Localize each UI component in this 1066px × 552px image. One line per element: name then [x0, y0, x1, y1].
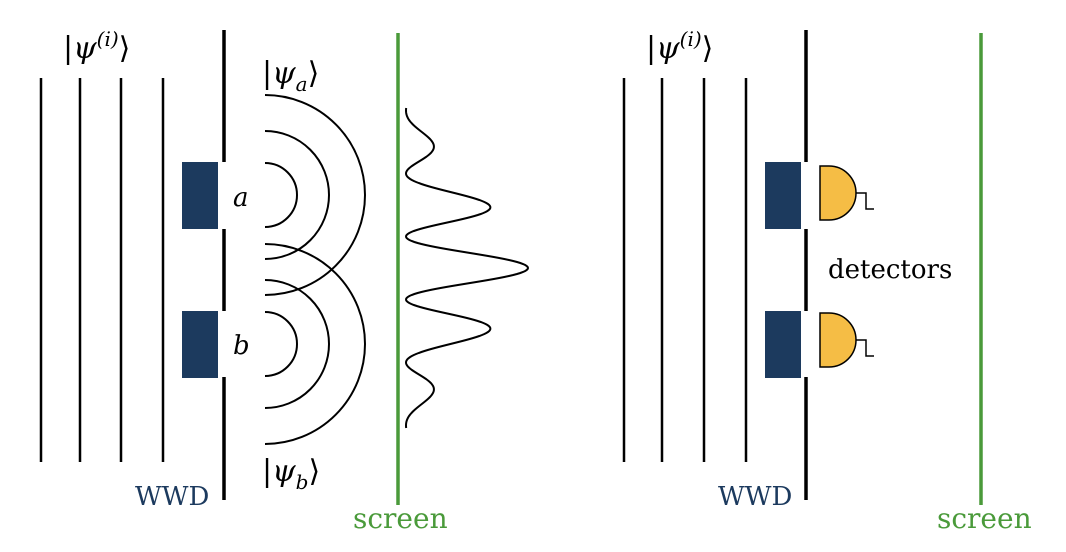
state-b-label: |ψb⟩ — [262, 454, 320, 494]
state-subscript: a — [296, 72, 308, 96]
state-a-label: |ψa⟩ — [262, 56, 319, 96]
state-superscript: (i) — [97, 27, 119, 51]
psi-symbol: ψ — [272, 56, 296, 91]
detector-b — [819, 312, 874, 368]
wavefronts-slit-b — [264, 243, 366, 445]
state-subscript: b — [296, 470, 309, 494]
wwd-block-a — [182, 162, 218, 229]
left-panel: |ψ(i)⟩ a b |ψa⟩ |ψb⟩ — [39, 27, 530, 535]
wavefront-arc — [264, 94, 366, 296]
wwd-block-a — [765, 162, 801, 229]
incident-state-label: |ψ(i)⟩ — [63, 27, 130, 66]
slit-a-label: a — [233, 183, 249, 213]
screen-label: screen — [937, 502, 1032, 535]
wwd-label: WWD — [718, 482, 792, 512]
wwd-block-b — [182, 311, 218, 378]
detectors-label: detectors — [828, 255, 952, 285]
screen-label: screen — [353, 502, 448, 535]
incident-wavefronts — [39, 78, 165, 462]
wwd-block-b — [765, 311, 801, 378]
psi-symbol: ψ — [272, 454, 296, 489]
state-superscript: (i) — [680, 27, 702, 51]
interference-pattern — [405, 107, 530, 429]
incident-state-label: |ψ(i)⟩ — [646, 27, 713, 66]
detector-a — [819, 165, 874, 221]
psi-symbol: ψ — [73, 31, 97, 66]
incident-wavefronts — [622, 78, 748, 462]
wavefront-arc — [264, 162, 298, 228]
psi-symbol: ψ — [656, 31, 680, 66]
detector-icon — [819, 165, 857, 221]
wwd-label: WWD — [135, 482, 209, 512]
wavefronts-slit-a — [264, 94, 366, 296]
wavefront-arc — [264, 311, 298, 377]
right-panel: |ψ(i)⟩ detectors WWD screen — [622, 27, 1032, 535]
wavefront-arc — [264, 130, 330, 260]
wavefront-arc — [264, 243, 366, 445]
slit-b-label: b — [233, 331, 250, 361]
detector-lead — [856, 192, 874, 210]
detector-lead — [856, 339, 874, 357]
wavefront-arc — [264, 279, 330, 409]
detector-icon — [819, 312, 857, 368]
